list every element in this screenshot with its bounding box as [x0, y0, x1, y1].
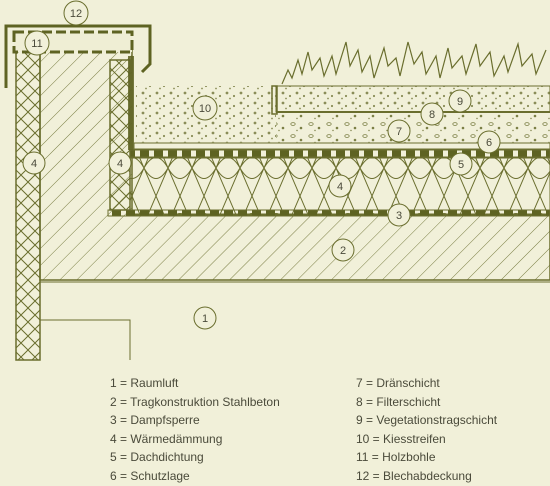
svg-text:6: 6	[486, 137, 492, 149]
wall-insulation	[15, 49, 41, 361]
callout-4-parapet: 4	[108, 151, 132, 175]
svg-text:11: 11	[31, 38, 42, 50]
svg-text:7: 7	[396, 126, 402, 138]
roof-section-diagram: 1 2 3 4 4 4 5 6 7 8 9 10 11 12	[4, 0, 550, 361]
svg-text:10: 10	[199, 103, 211, 115]
svg-text:1: 1	[202, 313, 208, 325]
callout-8: 8	[420, 102, 444, 126]
callout-7: 7	[387, 119, 411, 143]
vegetation	[281, 41, 547, 85]
callout-1: 1	[193, 306, 217, 330]
legend-item: 3 = Dampfsperre	[110, 413, 200, 428]
roof-membrane	[129, 149, 550, 158]
svg-text:8: 8	[429, 109, 435, 121]
callout-12: 12	[63, 0, 89, 26]
svg-text:5: 5	[458, 159, 464, 171]
vegetation-substrate	[275, 85, 550, 113]
legend-item: 8 = Filterschicht	[356, 394, 441, 409]
callout-9: 9	[448, 89, 472, 113]
interior-room	[39, 280, 550, 360]
metal-coping	[4, 24, 152, 88]
legend-item: 5 = Dachdichtung	[110, 450, 204, 465]
edge-profile	[271, 85, 278, 115]
callout-5: 5	[449, 152, 473, 176]
legend-item: 12 = Blechabdeckung	[356, 468, 472, 483]
callout-11: 11	[24, 30, 50, 56]
svg-text:4: 4	[337, 181, 343, 193]
legend-item: 10 = Kiesstreifen	[356, 431, 446, 446]
drainage-layer	[276, 114, 550, 143]
svg-text:3: 3	[396, 210, 402, 222]
legend-item: 9 = Vegetationstragschicht	[356, 413, 498, 428]
callout-4-roof: 4	[328, 174, 352, 198]
callout-2: 2	[331, 238, 355, 262]
callout-6: 6	[477, 130, 501, 154]
legend-item: 6 = Schutzlage	[110, 468, 190, 483]
legend-item: 4 = Wärmedämmung	[110, 431, 223, 446]
svg-text:4: 4	[31, 158, 37, 170]
legend-item: 1 = Raumluft	[110, 376, 179, 390]
legend-right: 7 = Dränschicht 8 = Filterschicht 9 = Ve…	[356, 374, 497, 486]
svg-text:2: 2	[340, 245, 346, 257]
legend-item: 2 = Tragkonstruktion Stahlbeton	[110, 394, 280, 409]
svg-text:4: 4	[117, 158, 123, 170]
legend-item: 11 = Holzbohle	[356, 450, 436, 465]
parapet-insulation	[109, 59, 131, 211]
callout-4-wall: 4	[22, 151, 46, 175]
callout-10: 10	[192, 95, 218, 121]
membrane-upstand	[128, 56, 134, 150]
legend-left: 1 = Raumluft 2 = Tragkonstruktion Stahlb…	[110, 374, 280, 486]
svg-text:9: 9	[457, 96, 463, 108]
legend-item: 7 = Dränschicht	[356, 376, 440, 390]
svg-text:12: 12	[70, 8, 82, 20]
callout-3: 3	[387, 203, 411, 227]
vapour-barrier	[107, 209, 550, 217]
